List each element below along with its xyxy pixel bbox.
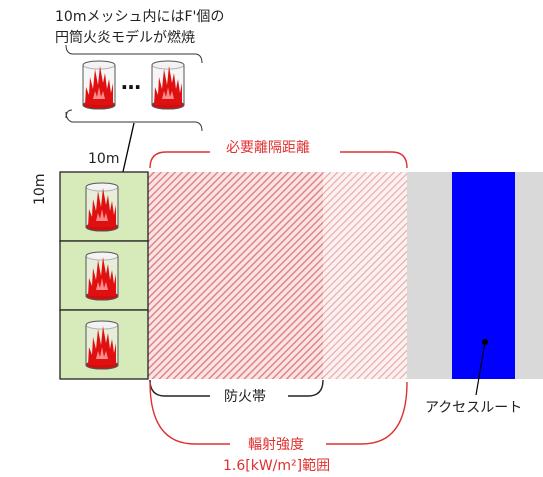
mesh-width-label: 10m [88,151,120,167]
ellipsis: … [121,70,141,94]
radiant-intensity-label-line-1: 輻射強度 [248,437,304,453]
flame-cylinder-icon [82,60,116,110]
hatched-zone-outer [323,172,407,379]
flame-cylinder-icon [85,320,119,370]
caption-bracket [65,44,203,132]
firebreak-label: 防火帯 [224,389,266,405]
access-route-pointer [475,341,486,396]
flame-cylinder-icon [85,251,119,301]
access-route-label: アクセスルート [425,400,523,416]
hatched-zone-inner [148,172,323,379]
mesh-height-label: 10m [32,173,48,205]
caption-line-2: 円筒火炎モデルが燃焼 [55,30,195,46]
required-distance-label: 必要離隔距離 [226,140,310,156]
flame-cylinder-icon [85,182,119,232]
radiant-intensity-bracket [149,381,408,445]
radiant-intensity-label-line-2: 1.6[kW/m²]範囲 [223,458,331,474]
caption-line-1: 10mメッシュ内にはF'個の [55,9,225,25]
flame-cylinder-icon [151,60,185,110]
required-distance-bracket [149,151,408,169]
